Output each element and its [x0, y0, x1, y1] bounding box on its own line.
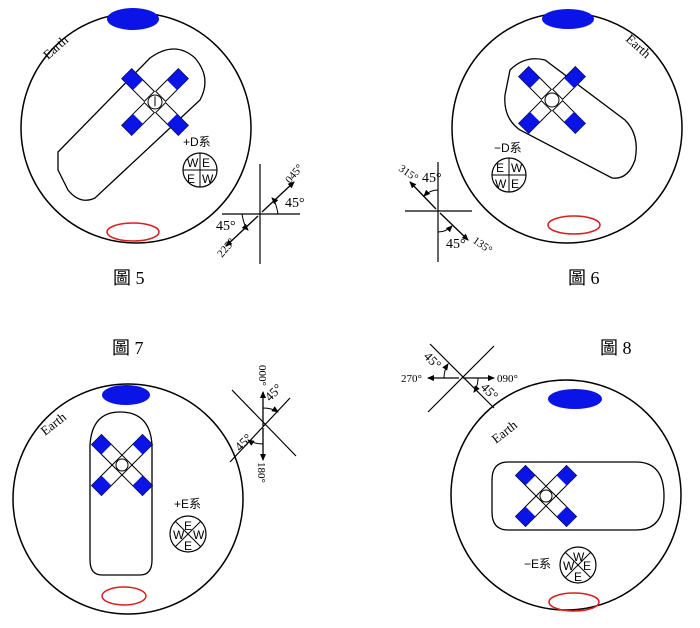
quadrant-compass: W E E W: [182, 152, 218, 188]
system-label: +D系: [183, 135, 211, 149]
north-pole-marker: [548, 389, 602, 409]
earth-label: Earth: [38, 409, 70, 438]
cross-sensor: [514, 464, 578, 528]
south-pole-marker: [106, 222, 160, 242]
vector-angle-b: 45°: [446, 237, 466, 252]
vector-top-label: 315°: [396, 163, 420, 185]
quad-right: E: [583, 559, 591, 573]
quad-br: W: [202, 172, 214, 186]
quad-tl: W: [187, 156, 199, 170]
cross-sensor: [90, 433, 154, 497]
quad-top: E: [184, 519, 192, 533]
earth-circle: [450, 379, 682, 611]
vector-diagram: 045° 225° 45° 45°: [215, 162, 306, 264]
system-label: −E系: [524, 557, 551, 571]
aircraft-outline: [504, 58, 637, 179]
north-pole-marker: [542, 9, 594, 29]
vector-bottom-label: 180°: [255, 462, 267, 483]
south-pole-marker: [547, 215, 601, 235]
quad-bottom: E: [184, 539, 192, 553]
quad-bl: W: [495, 177, 507, 191]
aircraft-outline: [89, 411, 153, 576]
north-pole-marker: [102, 385, 150, 405]
vector-diagram: 270° 090° 45° 45°: [401, 343, 518, 413]
quad-tr: W: [511, 161, 523, 175]
quad-br: E: [511, 177, 519, 191]
south-pole-marker: [101, 586, 147, 606]
south-pole-marker: [548, 592, 600, 612]
quad-bottom: E: [574, 570, 582, 584]
vector-top-label: 000°: [256, 365, 268, 386]
quad-tl: E: [496, 161, 504, 175]
system-label: −D系: [494, 141, 522, 155]
quadrant-compass: E W W E: [169, 515, 207, 553]
aircraft-outline: [491, 461, 665, 531]
quadrant-compass: E W W E: [491, 157, 527, 193]
earth-label: Earth: [489, 417, 521, 446]
cross-sensor: [121, 68, 189, 136]
quad-tr: E: [202, 156, 210, 170]
vector-angle-b: 45°: [216, 219, 236, 234]
panel-5: Earth +D系 W E E W: [20, 8, 306, 288]
quad-top: W: [573, 550, 585, 564]
system-label: +E系: [174, 497, 201, 511]
vector-right-label: 090°: [497, 373, 518, 385]
caption: 圖 8: [600, 338, 632, 358]
caption: 圖 5: [113, 268, 145, 288]
caption: 圖 6: [568, 268, 600, 288]
quad-left: W: [173, 528, 185, 542]
panel-7: 圖 7 Earth +E系 E W W E: [12, 338, 297, 615]
vector-angle-a: 45°: [422, 171, 442, 186]
caption: 圖 7: [112, 338, 144, 358]
quad-right: W: [193, 528, 205, 542]
aircraft-outline: [57, 48, 206, 201]
vector-left-label: 270°: [401, 373, 422, 385]
panel-6: Earth −D系 E W W E: [396, 9, 683, 288]
vector-top-label: 045°: [283, 162, 306, 186]
panel-8: 圖 8 Earth −E系 W E W E: [401, 338, 682, 612]
vector-bottom-label: 135°: [470, 235, 494, 257]
vector-diagram: 315° 135° 45° 45°: [396, 162, 494, 262]
quad-left: W: [563, 559, 575, 573]
vector-angle-b: 45°: [232, 431, 255, 454]
vector-diagram: 000° 180° 45° 45°: [229, 365, 297, 483]
quadrant-compass: W E W E: [559, 546, 597, 584]
earth-label: Earth: [623, 31, 654, 61]
vector-angle-a: 45°: [421, 349, 444, 372]
quad-bl: E: [187, 172, 195, 186]
vector-bottom-label: 225°: [215, 236, 238, 260]
cross-sensor: [518, 66, 586, 134]
earth-circle: [12, 383, 244, 615]
vector-angle-a: 45°: [285, 196, 305, 211]
north-pole-marker: [107, 8, 159, 30]
